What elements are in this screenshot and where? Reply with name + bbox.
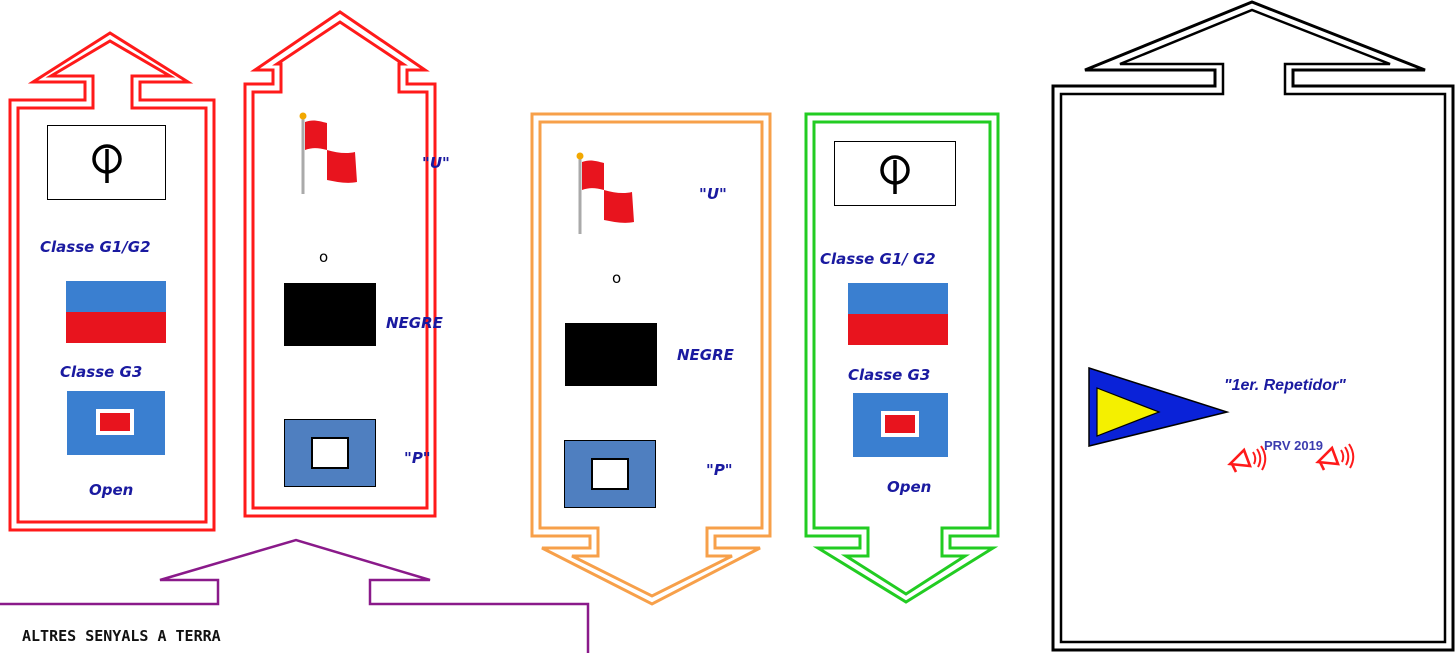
panel1-class-symbol [47,125,166,200]
panel5-outline [1053,2,1453,650]
panel2-p-flag [284,419,376,487]
panel2-u-flag-icon [297,110,377,195]
bottom-title: ALTRES SENYALS A TERRA [22,627,221,645]
panel4-class-g3-label: Classe G3 [848,366,930,384]
megaphone-icon [1226,442,1270,476]
panel4-open-label: Open [887,478,931,496]
panel3-black-label: NEGRE [677,346,734,364]
panel2-or-label: o [319,248,328,266]
panel2-black-label: NEGRE [386,314,443,332]
pennant-icon [1087,366,1232,448]
panel1-blue-square-flag [67,391,165,455]
panel1-class-g1g2-label: Classe G1/G2 [40,238,151,256]
panel5-repeater-label: "1er. Repetidor" [1224,377,1346,395]
panel3-p-flag [564,440,656,508]
megaphone-icon [1314,440,1358,474]
panel3-flag-p-label: "P" [706,461,733,479]
panel2-black-flag [284,283,376,346]
panel1-blue-red-flag [66,281,166,343]
panel3-flag-u-label: "U" [699,185,727,203]
phi-symbol-icon [87,139,127,187]
panel3-black-flag [565,323,657,386]
panel1-open-label: Open [89,481,133,499]
panel1-class-g3-label: Classe G3 [60,363,142,381]
panel2-flag-u-label: "U" [422,154,450,172]
panel3-or-label: o [612,269,621,287]
panel4-blue-square-flag [853,393,948,457]
panel4-class-symbol [834,141,956,206]
panel2-flag-p-label: "P" [404,449,431,467]
panel3-u-flag-icon [574,150,654,235]
phi-symbol-icon [875,150,915,198]
panel4-class-g1g2-label: Classe G1/ G2 [820,250,936,268]
panel4-blue-red-flag [848,283,948,345]
